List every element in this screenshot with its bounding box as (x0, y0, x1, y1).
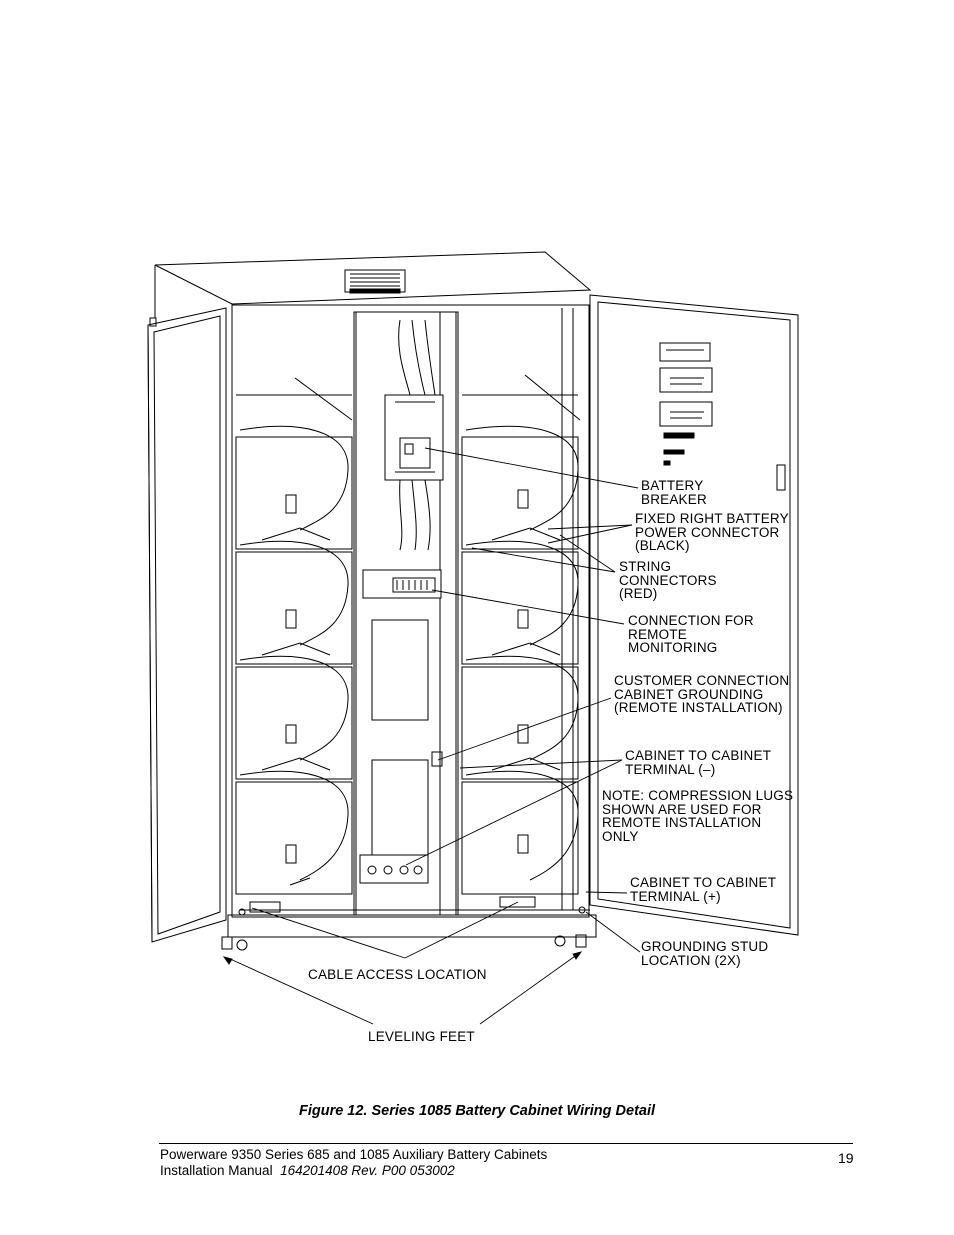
cabinet-body (227, 304, 597, 938)
footer-rule (159, 1143, 853, 1144)
footer-manual-info: Installation Manual 164201408 Rev. P00 0… (160, 1163, 455, 1178)
leveling-foot-left (221, 936, 233, 950)
remote-monitoring-terminal (392, 577, 436, 593)
callout-customer-grounding: CUSTOMER CONNECTION CABINET GROUNDING (R… (614, 673, 790, 715)
callout-fixed-right-connector: FIXED RIGHT BATTERY POWER CONNECTOR (BLA… (635, 511, 789, 553)
left-battery-stack (235, 377, 353, 895)
left-door (147, 307, 227, 943)
footer-document-title: Powerware 9350 Series 685 and 1085 Auxil… (160, 1147, 548, 1162)
callout-compression-lugs-note: NOTE: COMPRESSION LUGS SHOWN ARE USED FO… (602, 788, 794, 844)
grounding-stud-left (238, 908, 246, 916)
footer-revision: 164201408 Rev. P00 053002 (280, 1163, 455, 1178)
footer-manual-label: Installation Manual (160, 1163, 281, 1178)
callout-terminal-negative: CABINET TO CABINET TERMINAL (–) (625, 748, 772, 777)
cabinet-base (221, 896, 587, 951)
callout-terminal-positive: CABINET TO CABINET TERMINAL (+) (630, 875, 777, 904)
callout-leveling-feet: LEVELING FEET (368, 1029, 475, 1044)
page-number: 19 (838, 1150, 854, 1166)
callout-grounding-stud: GROUNDING STUD LOCATION (2X) (641, 939, 769, 968)
callout-string-connectors: STRING CONNECTORS (RED) (619, 559, 717, 601)
right-battery-stack (461, 374, 581, 895)
battery-cabinet-drawing (147, 251, 799, 1025)
grounding-stud-right (578, 906, 586, 914)
callout-remote-monitoring: CONNECTION FOR REMOTE MONITORING (628, 613, 754, 655)
center-components (359, 319, 444, 884)
callout-battery-breaker: BATTERY BREAKER (641, 478, 707, 507)
figure-caption: Figure 12. Series 1085 Battery Cabinet W… (298, 1103, 656, 1119)
callout-cable-access: CABLE ACCESS LOCATION (308, 967, 487, 982)
leader-lines (222, 447, 641, 1025)
right-door (589, 294, 799, 936)
leveling-foot-right (575, 934, 587, 948)
cabinet-top (154, 251, 592, 318)
